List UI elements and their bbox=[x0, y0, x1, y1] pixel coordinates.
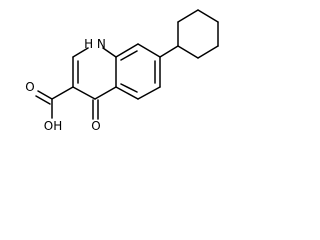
bond-c5-c4a-double bbox=[120, 83, 138, 93]
bond-c7-cyclohexyl bbox=[159, 45, 179, 58]
atom-label-ketone-o: O bbox=[91, 119, 100, 133]
bond-c5-c4a bbox=[115, 86, 139, 100]
bond-c2-n1 bbox=[72, 47, 89, 58]
bond-cy3-cy4 bbox=[197, 9, 219, 23]
atom-label-nh: H N bbox=[84, 37, 106, 51]
chemical-structure-diagram: H N O OH O bbox=[0, 0, 240, 144]
bond-c3-acid-carbon bbox=[51, 86, 74, 100]
bond-acid-carbonyl-double bbox=[35, 95, 51, 105]
bond-c8-c7 bbox=[137, 43, 161, 58]
bond-c6-c5 bbox=[137, 86, 161, 100]
bond-cy2-cy3 bbox=[177, 9, 199, 23]
bond-cy5-cy6 bbox=[197, 45, 219, 59]
atom-label-acid-carbonyl-o: O bbox=[25, 80, 34, 94]
bond-acid-carbonyl bbox=[37, 90, 53, 100]
bond-c4a-c4 bbox=[94, 86, 117, 100]
bond-n1-c8a bbox=[102, 47, 117, 58]
bond-c8a-c8 bbox=[115, 43, 139, 58]
bond-cy6-cy1 bbox=[177, 45, 199, 59]
bond-c4-c3 bbox=[72, 86, 96, 100]
bond-c8a-c8-double bbox=[120, 50, 138, 61]
atom-label-acid-oh: OH bbox=[44, 119, 62, 133]
